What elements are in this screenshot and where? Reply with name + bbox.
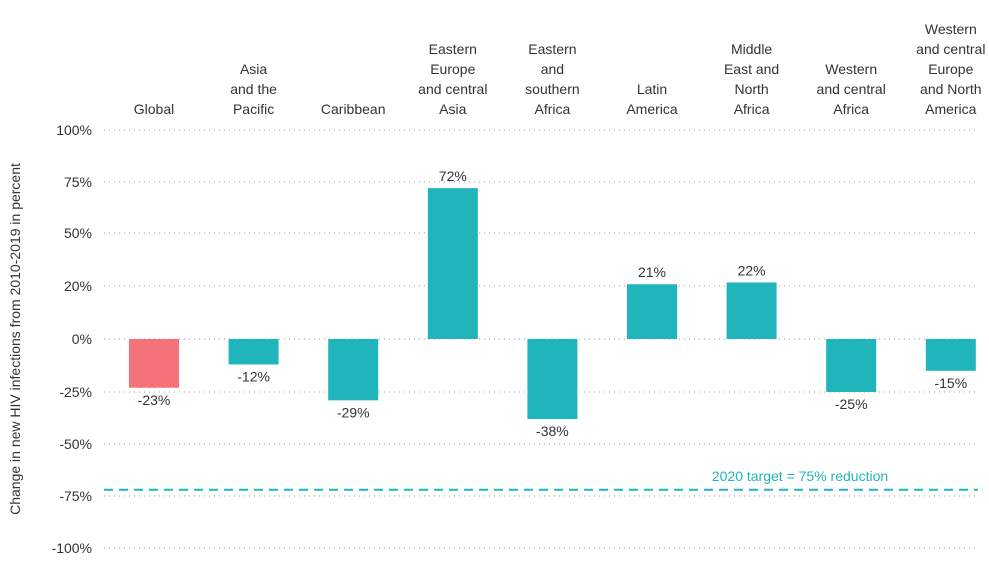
value-label: 22% [738,262,766,278]
bars [129,188,976,420]
bar [826,339,877,392]
bar [129,339,179,388]
target-line-label: 2020 target = 75% reduction [712,468,888,484]
y-tick-label: -100% [52,540,92,556]
value-label: 21% [638,264,666,280]
value-label: -38% [536,423,569,439]
y-axis-title: Change in new HIV infections from 2010-2… [7,163,23,515]
value-label: -23% [138,392,171,408]
y-tick-label: 75% [64,174,92,190]
value-label: -25% [835,396,868,412]
value-label: -12% [237,368,270,384]
value-label: 72% [439,168,467,184]
bar [328,339,379,401]
bar [228,339,279,365]
value-label: -15% [934,375,967,391]
y-tick-label: -25% [59,384,92,400]
y-tick-label: -50% [59,436,92,452]
y-tick-label: 50% [64,225,92,241]
x-category-label: Global [134,101,174,117]
bar [527,339,578,420]
bar [627,284,677,339]
y-axis-ticks: 100% 75% 50% 20% 0% -25% -50% -75% -100% [52,122,92,556]
value-label: -29% [337,404,370,420]
target-line-group: 2020 target = 75% reduction [104,468,978,491]
bar [726,282,777,339]
value-labels: -23% -12% -29% 72% -38% 21% 22% -25% -15% [138,168,967,439]
y-tick-label: -75% [59,488,92,504]
bar [427,188,478,339]
y-tick-label: 0% [72,331,92,347]
bar [925,339,976,371]
y-tick-label: 20% [64,278,92,294]
y-tick-label: 100% [56,122,92,138]
x-category-label: Caribbean [321,101,386,117]
